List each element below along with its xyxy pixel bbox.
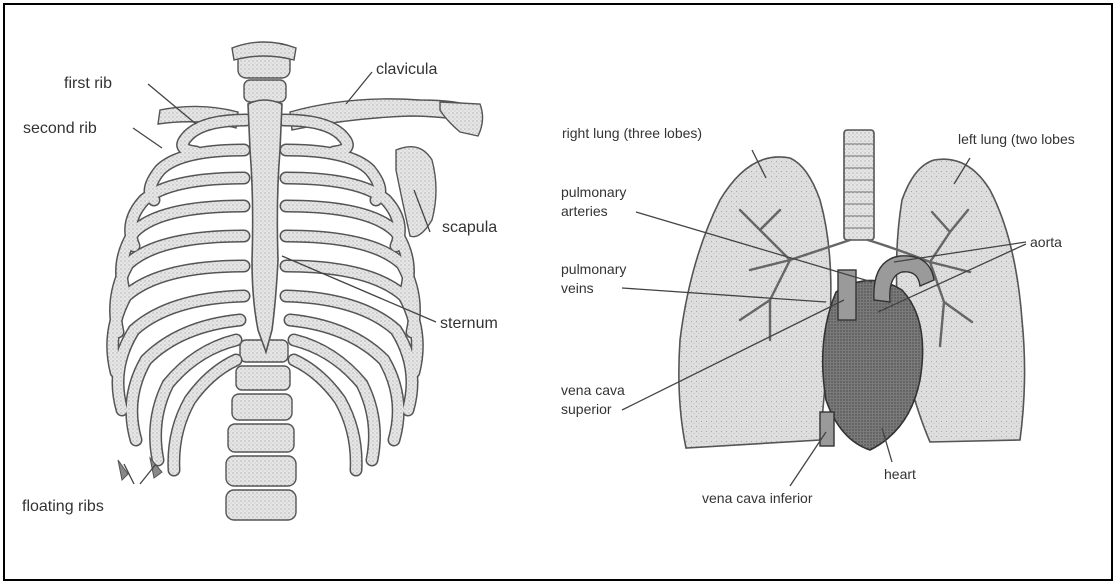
label-first-rib: first rib bbox=[64, 74, 112, 93]
left-lung bbox=[896, 159, 1024, 442]
label-vena-cava-superior: vena cava superior bbox=[561, 381, 625, 419]
label-pulmonary-veins: pulmonary veins bbox=[561, 260, 626, 298]
sternum bbox=[248, 100, 282, 352]
label-floating-ribs: floating ribs bbox=[22, 497, 104, 516]
label-pulmonary-arteries: pulmonary arteries bbox=[561, 183, 626, 221]
acromion bbox=[440, 102, 483, 136]
label-scapula: scapula bbox=[442, 218, 497, 237]
label-heart: heart bbox=[884, 465, 916, 484]
label-left-lung: left lung (two lobes bbox=[958, 130, 1075, 149]
label-clavicula: clavicula bbox=[376, 60, 437, 79]
label-right-lung: right lung (three lobes) bbox=[562, 124, 702, 143]
right-lung bbox=[679, 157, 831, 448]
vena-cava-inferior-vessel bbox=[820, 412, 834, 446]
label-second-rib: second rib bbox=[23, 119, 97, 138]
label-vena-cava-inferior: vena cava inferior bbox=[702, 489, 813, 508]
label-sternum: sternum bbox=[440, 314, 498, 333]
vena-cava-superior-vessel bbox=[838, 270, 856, 320]
label-aorta: aorta bbox=[1030, 233, 1062, 252]
trachea bbox=[844, 130, 874, 240]
